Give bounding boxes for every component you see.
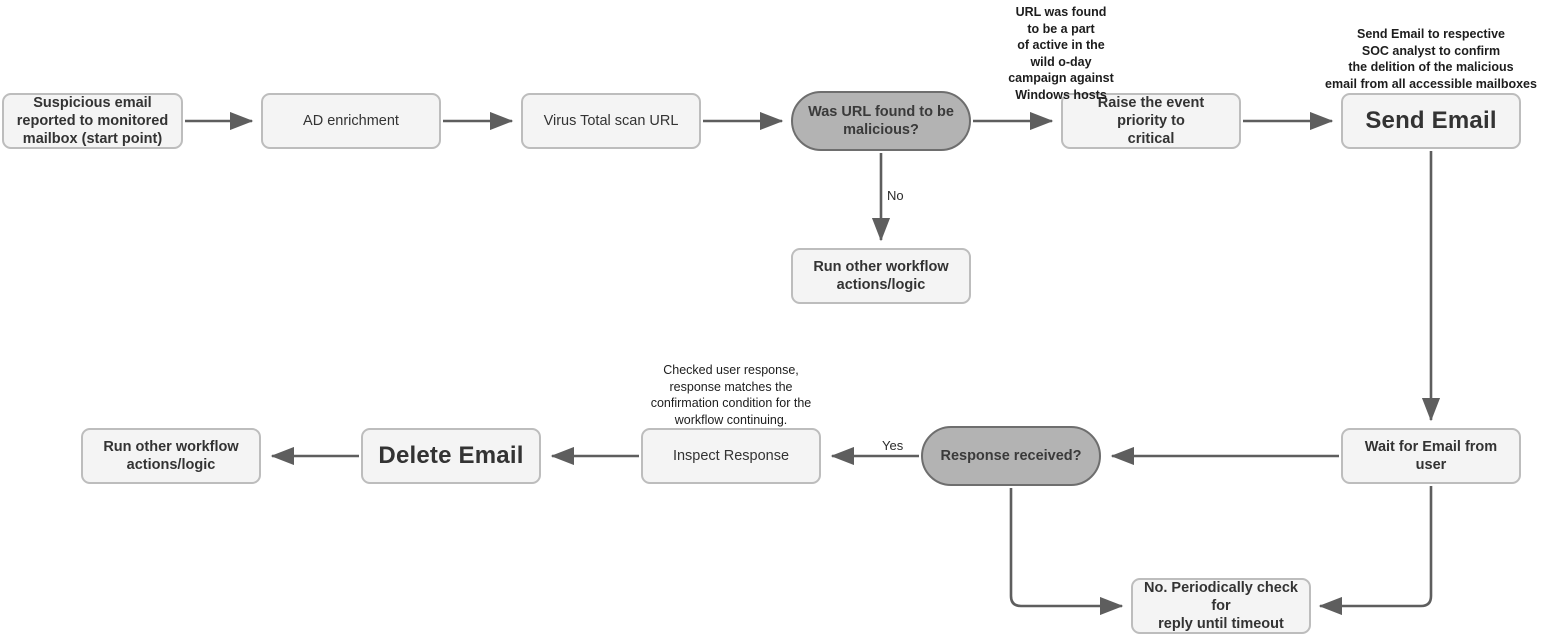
edge-wait-loop-to-periodic <box>1318 486 1433 616</box>
node-start[interactable]: Suspicious email reported to monitored m… <box>2 93 183 149</box>
node-run-other-workflow-bottom[interactable]: Run other workflow actions/logic <box>81 428 261 484</box>
annotation-zero-day-campaign-note: URL was found to be a part of active in … <box>1008 5 1114 102</box>
edge-label-no-branch: No <box>887 188 904 203</box>
node-ad-enrichment[interactable]: AD enrichment <box>261 93 441 149</box>
edge-response-no-to-periodic <box>1009 488 1124 616</box>
node-periodic-check[interactable]: No. Periodically check for reply until t… <box>1131 578 1311 634</box>
node-response-received[interactable]: Response received? <box>921 426 1101 486</box>
edge-label-yes-branch: Yes <box>882 438 904 453</box>
annotation-soc-confirmation-note: Send Email to respective SOC analyst to … <box>1325 27 1537 91</box>
node-raise-priority[interactable]: Raise the event priority to critical <box>1061 93 1241 149</box>
node-run-other-workflow-top[interactable]: Run other workflow actions/logic <box>791 248 971 304</box>
annotation-user-response-check-note: Checked user response, response matches … <box>650 363 812 427</box>
node-send-email[interactable]: Send Email <box>1341 93 1521 149</box>
node-was-url-malicious[interactable]: Was URL found to be malicious? <box>791 91 971 151</box>
node-inspect-response[interactable]: Inspect Response <box>641 428 821 484</box>
node-delete-email[interactable]: Delete Email <box>361 428 541 484</box>
node-virus-total-scan[interactable]: Virus Total scan URL <box>521 93 701 149</box>
node-wait-for-email[interactable]: Wait for Email from user <box>1341 428 1521 484</box>
